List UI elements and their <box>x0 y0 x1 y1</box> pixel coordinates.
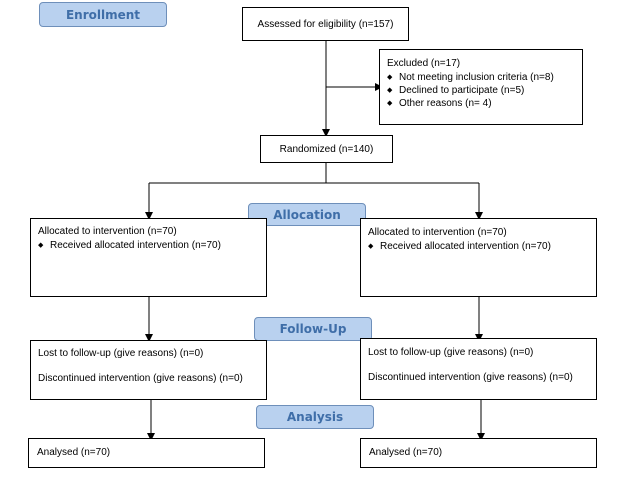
received-text: Received allocated intervention (n=70) <box>368 240 589 253</box>
excluded-reasons-list: Not meeting inclusion criteria (n=8) Dec… <box>387 71 575 110</box>
excluded-reason: Other reasons (n= 4) <box>387 97 575 110</box>
followup-box-right: Lost to follow-up (give reasons) (n=0) D… <box>360 338 597 400</box>
excluded-reason: Declined to participate (n=5) <box>387 84 575 97</box>
received-text: Received allocated intervention (n=70) <box>38 239 259 252</box>
excluded-title: Excluded (n=17) <box>387 58 461 69</box>
discontinued-text: Discontinued intervention (give reasons)… <box>38 373 243 384</box>
analysis-box-left: Analysed (n=70) <box>28 438 265 468</box>
allocation-details: Received allocated intervention (n=70) <box>368 240 589 253</box>
stage-allocation: Allocation <box>248 203 366 226</box>
discontinued-text: Discontinued intervention (give reasons)… <box>368 372 573 383</box>
assessed-box: Assessed for eligibility (n=157) <box>242 7 409 41</box>
randomized-text: Randomized (n=140) <box>279 143 374 155</box>
stage-enrollment: Enrollment <box>39 2 167 27</box>
assessed-text: Assessed for eligibility (n=157) <box>257 18 394 30</box>
analysed-text: Analysed (n=70) <box>37 447 111 458</box>
allocated-text: Allocated to intervention (n=70) <box>368 227 507 238</box>
allocated-text: Allocated to intervention (n=70) <box>38 226 177 237</box>
analysis-box-right: Analysed (n=70) <box>360 438 597 468</box>
followup-box-left: Lost to follow-up (give reasons) (n=0) D… <box>30 340 267 400</box>
analysed-text: Analysed (n=70) <box>369 447 443 458</box>
stage-analysis: Analysis <box>256 405 374 429</box>
allocation-details: Received allocated intervention (n=70) <box>38 239 259 252</box>
lost-text: Lost to follow-up (give reasons) (n=0) <box>38 348 204 359</box>
randomized-box: Randomized (n=140) <box>260 135 393 163</box>
excluded-reason: Not meeting inclusion criteria (n=8) <box>387 71 575 84</box>
allocation-box-right: Allocated to intervention (n=70) Receive… <box>360 218 597 297</box>
allocation-box-left: Allocated to intervention (n=70) Receive… <box>30 218 267 297</box>
excluded-box: Excluded (n=17) Not meeting inclusion cr… <box>379 49 583 125</box>
lost-text: Lost to follow-up (give reasons) (n=0) <box>368 347 534 358</box>
stage-followup: Follow-Up <box>254 317 372 341</box>
